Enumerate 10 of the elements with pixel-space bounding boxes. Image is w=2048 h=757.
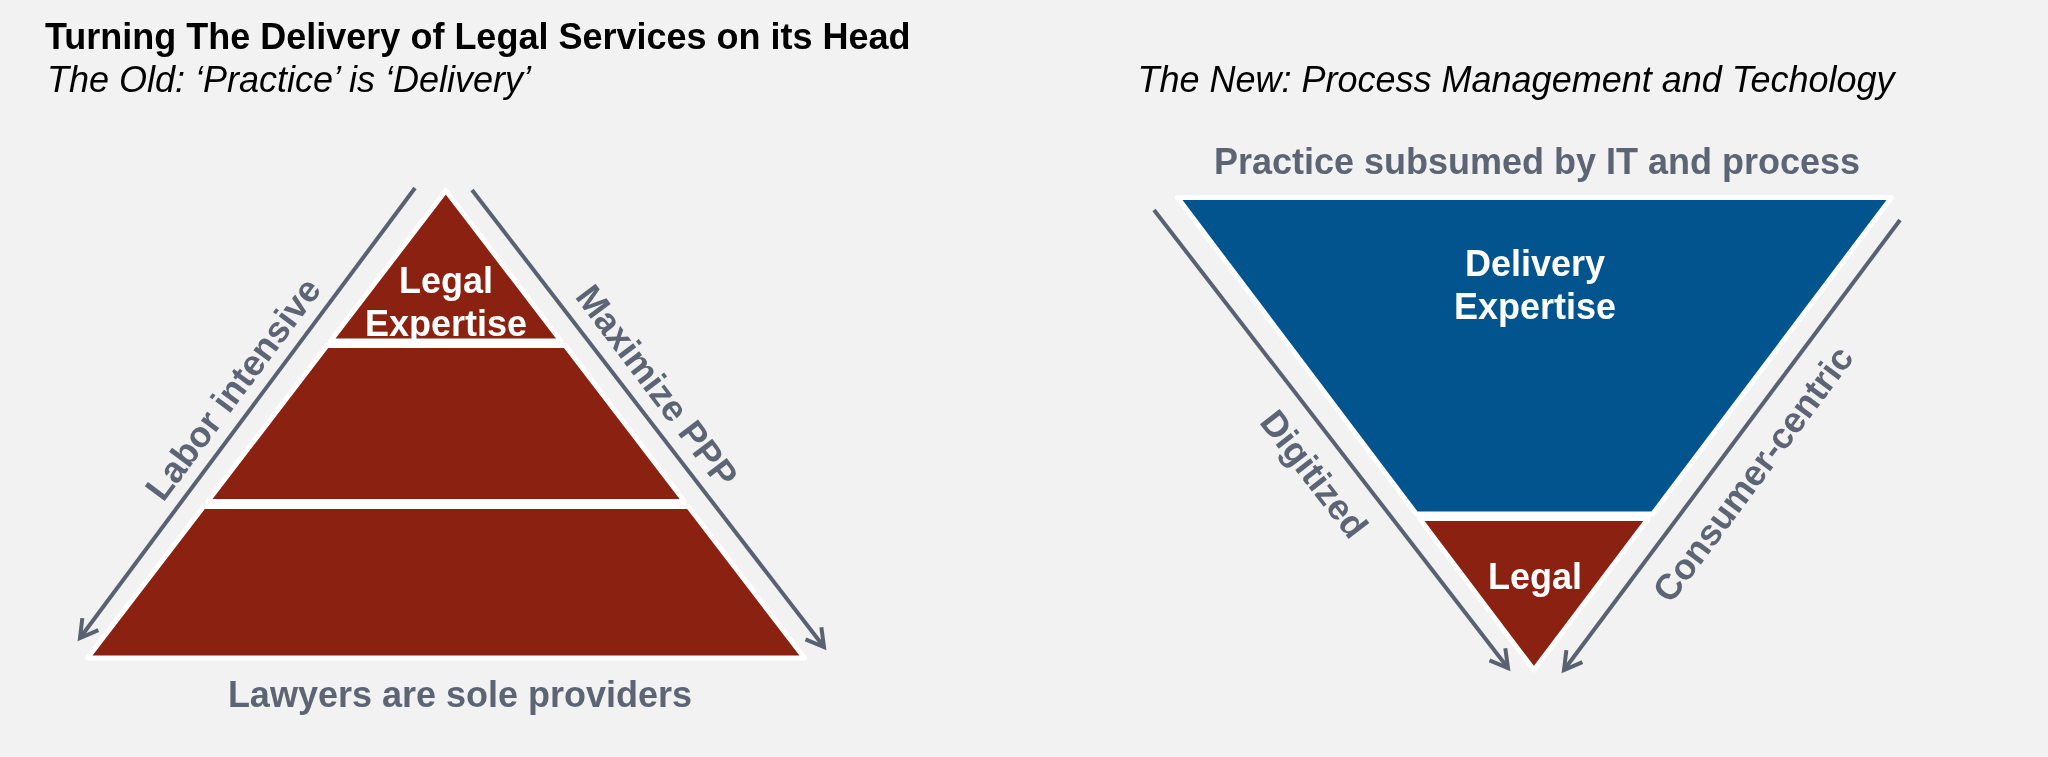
shape-label: Legal bbox=[1487, 555, 1582, 599]
funnel-tip bbox=[1417, 516, 1651, 673]
title: Turning The Delivery of Legal Services on its Head bbox=[45, 16, 911, 58]
pyramid-tier bbox=[85, 504, 807, 661]
subtitle: The New: Process Management and Techology bbox=[1137, 59, 1895, 101]
shape-caption: Lawyers are sole providers bbox=[227, 674, 693, 716]
shape-label: Delivery Expertise bbox=[1453, 241, 1617, 329]
shape-caption: Practice subsumed by IT and process bbox=[1213, 141, 1861, 183]
shape-label: Legal Expertise bbox=[364, 258, 528, 346]
subtitle: The Old: ‘Practice’ is ‘Delivery’ bbox=[46, 59, 532, 101]
